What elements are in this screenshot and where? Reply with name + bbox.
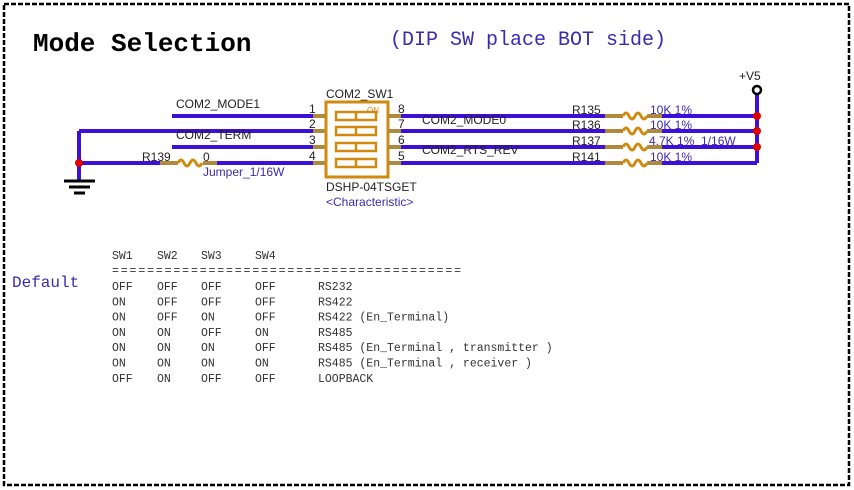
table-row: ON ON ON ON RS485 (En_Terminal , receiver ) bbox=[112, 358, 532, 371]
cell-sw3: ON bbox=[201, 312, 215, 325]
pin-8: 8 bbox=[398, 102, 405, 116]
table-row: OFF OFF OFF OFF RS232 bbox=[112, 281, 353, 294]
table-row: ON ON OFF ON RS485 bbox=[112, 327, 353, 340]
cell-sw2: ON bbox=[157, 342, 171, 355]
placement-note: (DIP SW place BOT side) bbox=[390, 29, 666, 52]
net-label-mode0: COM2_MODE0 bbox=[422, 113, 506, 127]
cell-sw4: OFF bbox=[255, 296, 276, 309]
cell-sw4: OFF bbox=[255, 342, 276, 355]
pin-3: 3 bbox=[309, 133, 316, 147]
pullup-resistors: R135 R136 R137 R141 10K 1% 10K 1% 4.7K 1… bbox=[572, 103, 736, 168]
mode-table: SW1 SW2 SW3 SW4 ========================… bbox=[112, 250, 461, 278]
cell-mode: RS232 bbox=[318, 281, 353, 294]
cell-sw1: ON bbox=[112, 312, 126, 325]
table-row: ON OFF OFF OFF RS422 bbox=[112, 296, 353, 309]
ground-icon bbox=[64, 179, 95, 195]
pin-7: 7 bbox=[398, 117, 405, 131]
cell-sw3: OFF bbox=[201, 327, 222, 340]
r136-ref: R136 bbox=[572, 118, 601, 132]
separator: ======================================== bbox=[112, 265, 461, 278]
r139-desc: Jumper_1/16W bbox=[203, 165, 285, 179]
left-wires bbox=[77, 114, 326, 180]
cell-mode: RS422 (En_Terminal) bbox=[318, 312, 449, 325]
switch-characteristic: <Characteristic> bbox=[326, 195, 413, 209]
r135-value: 10K 1% bbox=[650, 103, 692, 117]
r141-ref: R141 bbox=[572, 150, 601, 164]
r139-ref: R139 bbox=[142, 150, 171, 164]
junction-dot bbox=[753, 112, 761, 120]
cell-sw2: ON bbox=[157, 327, 171, 340]
pin-4: 4 bbox=[309, 149, 316, 163]
cell-sw2: OFF bbox=[157, 296, 178, 309]
cell-mode: LOOPBACK bbox=[318, 373, 373, 386]
pin-2: 2 bbox=[309, 117, 316, 131]
default-label: Default bbox=[12, 274, 79, 292]
pin-6: 6 bbox=[398, 133, 405, 147]
header-sw1: SW1 bbox=[112, 250, 133, 263]
cell-sw3: ON bbox=[201, 342, 215, 355]
cell-sw4: OFF bbox=[255, 373, 276, 386]
cell-mode: RS422 bbox=[318, 296, 353, 309]
cell-sw3: OFF bbox=[201, 281, 222, 294]
r135-ref: R135 bbox=[572, 103, 601, 117]
cell-mode: RS485 (En_Terminal , transmitter ) bbox=[318, 342, 553, 355]
cell-sw2: ON bbox=[157, 373, 171, 386]
net-label-mode1: COM2_MODE1 bbox=[176, 97, 260, 111]
pin-1: 1 bbox=[309, 102, 316, 116]
table-row: ON ON ON OFF RS485 (En_Terminal , transmitte… bbox=[112, 342, 553, 355]
cell-sw1: ON bbox=[112, 358, 126, 371]
on-mark: ON bbox=[367, 106, 379, 115]
cell-sw2: OFF bbox=[157, 281, 178, 294]
cell-sw4: OFF bbox=[255, 281, 276, 294]
power-port-icon bbox=[751, 84, 763, 96]
header-sw3: SW3 bbox=[201, 250, 222, 263]
junction-dot bbox=[753, 143, 761, 151]
cell-sw4: ON bbox=[255, 358, 269, 371]
junction-dot bbox=[75, 159, 83, 167]
switch-part: DSHP-04TSGET bbox=[326, 180, 417, 194]
cell-sw4: OFF bbox=[255, 312, 276, 325]
resistor-r139: R139 0 Jumper_1/16W bbox=[142, 150, 285, 179]
cell-sw1: ON bbox=[112, 296, 126, 309]
header-sw2: SW2 bbox=[157, 250, 178, 263]
net-label-term: COM2_TERM bbox=[176, 128, 251, 142]
cell-sw1: ON bbox=[112, 327, 126, 340]
junction-dot bbox=[753, 127, 761, 135]
r139-value: 0 bbox=[203, 150, 210, 164]
cell-sw3: OFF bbox=[201, 296, 222, 309]
cell-sw3: ON bbox=[201, 358, 215, 371]
table-row: OFF ON OFF OFF LOOPBACK bbox=[112, 373, 373, 386]
cell-mode: RS485 bbox=[318, 327, 353, 340]
table-row: ON OFF ON OFF RS422 (En_Terminal) bbox=[112, 312, 449, 325]
r137-value: 4.7K 1% 1/16W bbox=[649, 134, 736, 148]
r141-value: 10K 1% bbox=[650, 150, 692, 164]
cell-sw2: ON bbox=[157, 358, 171, 371]
power-label: +V5 bbox=[739, 69, 761, 83]
r137-ref: R137 bbox=[572, 134, 601, 148]
cell-mode: RS485 (En_Terminal , receiver ) bbox=[318, 358, 532, 371]
switch-ref: COM2_SW1 bbox=[326, 87, 394, 101]
cell-sw1: OFF bbox=[112, 281, 133, 294]
dip-switch: ON COM2_SW1 DSHP-04TSGET <Characteristic… bbox=[309, 87, 417, 209]
net-label-rts-rev: COM2_RTS_REV bbox=[422, 143, 518, 157]
cell-sw2: OFF bbox=[157, 312, 178, 325]
pin-5: 5 bbox=[398, 149, 405, 163]
cell-sw1: ON bbox=[112, 342, 126, 355]
cell-sw3: OFF bbox=[201, 373, 222, 386]
header-sw4: SW4 bbox=[255, 250, 276, 263]
r136-value: 10K 1% bbox=[650, 118, 692, 132]
page-title: Mode Selection bbox=[33, 29, 251, 59]
cell-sw1: OFF bbox=[112, 373, 133, 386]
cell-sw4: ON bbox=[255, 327, 269, 340]
